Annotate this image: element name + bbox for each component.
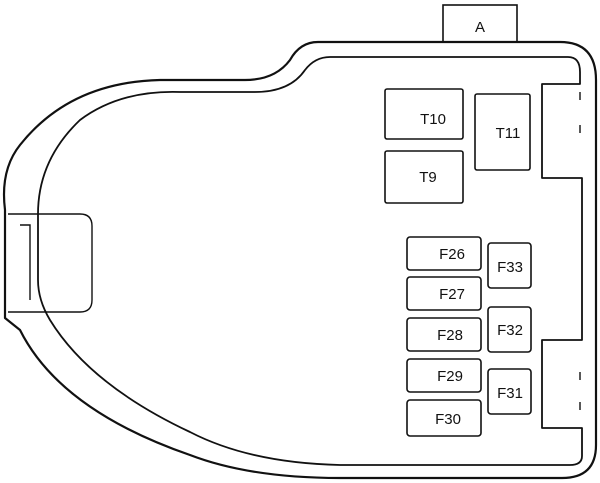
fuse-f32-box [487,306,532,353]
relay-t11-box [474,93,531,171]
fuse-f33-label: F33 [497,259,523,276]
fuse-f30: F30 [406,399,482,437]
fuse-f28-box [406,317,482,352]
relay-t9: T9 [384,150,464,204]
connector-a: A [442,4,518,46]
fuse-f26-box [406,236,482,271]
fuse-f31-box [487,368,532,415]
connector-a-box [442,4,518,46]
relay-t9-label: T9 [419,169,437,186]
fuse-f29: F29 [406,358,482,393]
fuse-f26-label: F26 [439,246,465,263]
fuse-f27-box [406,276,482,311]
housing-left-notch [8,213,93,313]
fuse-f31: F31 [487,368,532,415]
relay-t9-box [384,150,464,204]
fuse-f29-label: F29 [437,368,463,385]
fuse-f33: F33 [487,242,532,289]
fuse-f32: F32 [487,306,532,353]
fuse-f33-box [487,242,532,289]
relay-t10-box [384,88,464,140]
fuse-f27-label: F27 [439,286,465,303]
fuse-f29-box [406,358,482,393]
fuse-f27: F27 [406,276,482,311]
relay-t10: T10 [384,88,464,140]
fuse-f30-label: F30 [435,411,461,428]
fuse-f31-label: F31 [497,385,523,402]
fuse-f28-label: F28 [437,327,463,344]
relay-t11: T11 [474,93,531,171]
fuse-box-housing-inner [37,56,583,466]
connector-a-label: A [475,19,485,36]
relay-t11-label: T11 [496,125,521,142]
fuse-f30-box [406,399,482,437]
relay-t10-label: T10 [420,111,446,128]
fuse-f28: F28 [406,317,482,352]
fuse-f26: F26 [406,236,482,271]
fuse-f32-label: F32 [497,322,523,339]
